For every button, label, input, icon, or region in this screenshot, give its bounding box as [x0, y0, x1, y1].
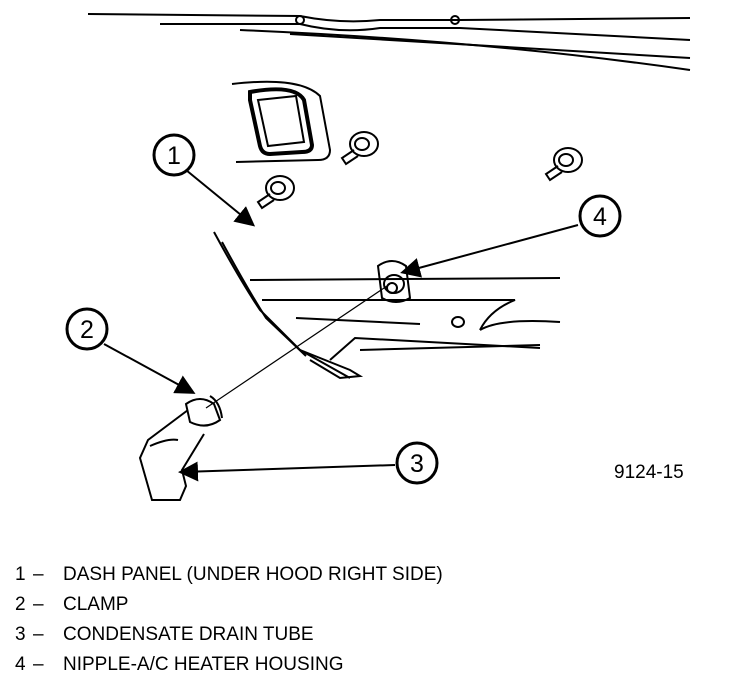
legend-text: CONDENSATE DRAIN TUBE	[63, 624, 314, 645]
access-opening	[231, 80, 332, 163]
nipple	[376, 260, 412, 303]
legend-item: 4–NIPPLE-A/C HEATER HOUSING	[15, 650, 443, 680]
callout-4: 4	[578, 194, 622, 238]
drain-tube-diagram: 1 2 3 4 9124-15	[65, 13, 691, 501]
svg-text:2: 2	[80, 316, 94, 344]
svg-text:3: 3	[410, 450, 424, 478]
cowl-edge	[87, 13, 691, 71]
legend-number: 4	[15, 654, 26, 675]
legend-text: DASH PANEL (UNDER HOOD RIGHT SIDE)	[63, 564, 443, 585]
stud-right	[544, 147, 583, 182]
legend-item: 1–DASH PANEL (UNDER HOOD RIGHT SIDE)	[15, 560, 443, 590]
legend-separator: –	[33, 654, 44, 675]
legend-separator: –	[33, 594, 44, 615]
callout-1-leader	[185, 169, 256, 227]
legend-separator: –	[33, 624, 44, 645]
legend: 1–DASH PANEL (UNDER HOOD RIGHT SIDE) 2–C…	[15, 560, 443, 680]
legend-text: NIPPLE-A/C HEATER HOUSING	[63, 654, 344, 675]
stud-middle	[340, 131, 379, 166]
legend-number: 2	[15, 594, 26, 615]
callout-2: 2	[65, 307, 109, 351]
clamp	[184, 395, 223, 427]
legend-separator: –	[33, 564, 44, 585]
svg-text:1: 1	[167, 142, 181, 170]
heater-housing	[213, 231, 561, 380]
legend-text: CLAMP	[63, 594, 129, 615]
alignment-line	[205, 283, 391, 409]
callout-1: 1	[152, 133, 196, 177]
callout-3-leader	[178, 461, 396, 482]
callout-3: 3	[395, 441, 439, 485]
legend-number: 3	[15, 624, 26, 645]
svg-text:4: 4	[593, 203, 607, 231]
legend-item: 3–CONDENSATE DRAIN TUBE	[15, 620, 443, 650]
figure-code: 9124-15	[614, 462, 684, 483]
callout-4-leader	[400, 224, 579, 278]
legend-item: 2–CLAMP	[15, 590, 443, 620]
legend-number: 1	[15, 564, 26, 585]
stud-left	[256, 175, 295, 210]
callout-2-leader	[103, 343, 196, 394]
